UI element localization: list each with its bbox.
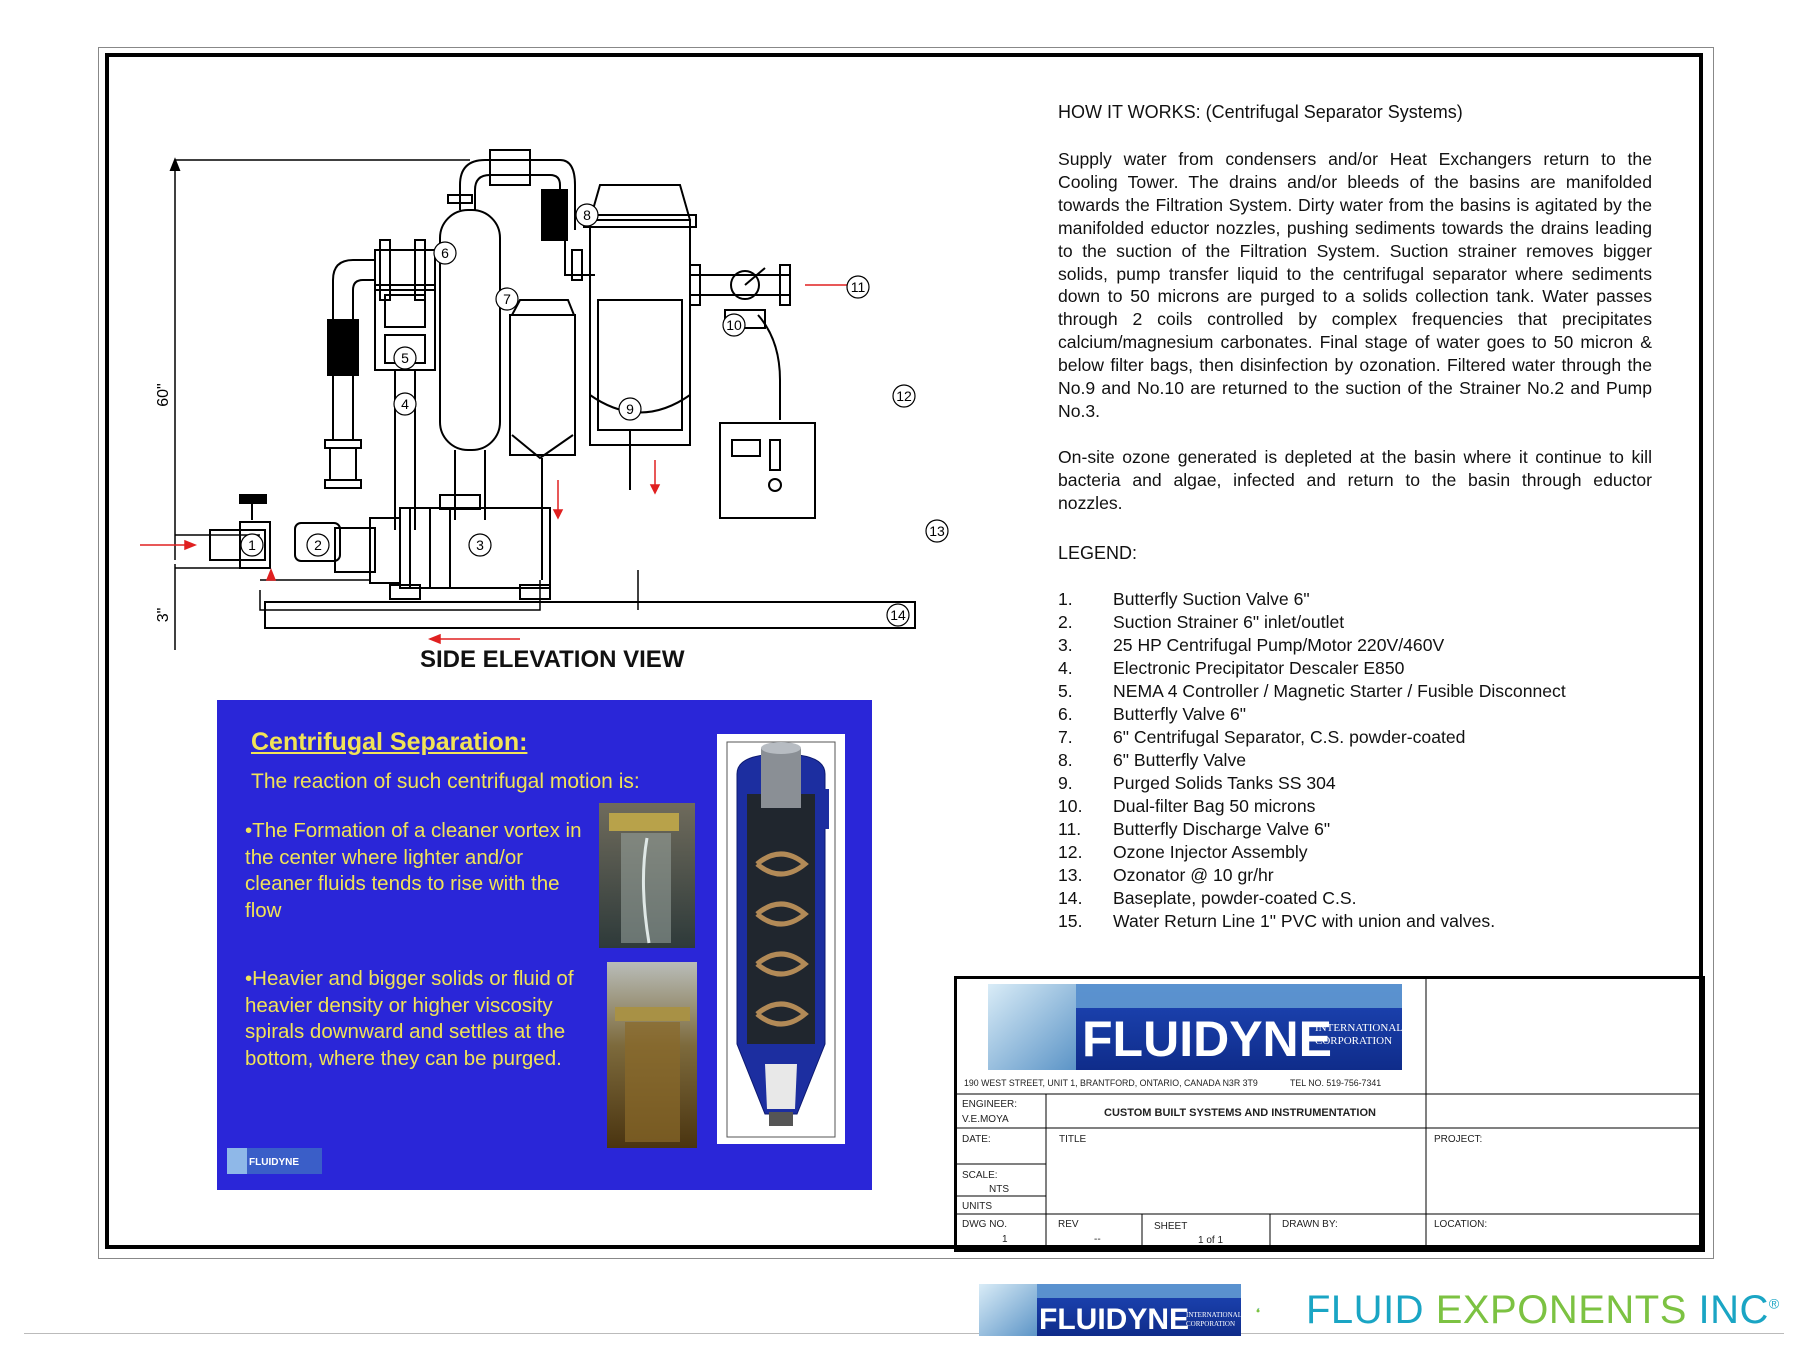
how-it-works-paragraph-2: On-site ozone generated is depleted at t… [1058, 447, 1652, 513]
rev-value: -- [1094, 1234, 1101, 1245]
how-it-works-paragraph-1: Supply water from condensers and/or Heat… [1058, 149, 1652, 421]
callout-3: 3 [476, 537, 484, 553]
callout-4: 4 [401, 396, 409, 412]
title-block-grid: FLUIDYNE INTERNATIONAL CORPORATION [954, 976, 1705, 1252]
legend-item: 13.Ozonator @ 10 gr/hr [1058, 865, 1274, 885]
callout-5: 5 [401, 350, 409, 366]
sheet-value: 1 of 1 [1198, 1235, 1224, 1246]
callout-2: 2 [314, 537, 322, 553]
address-text: 190 WEST STREET, UNIT 1, BRANTFORD, ONTA… [964, 1078, 1258, 1088]
units-label: UNITS [962, 1201, 992, 1212]
sheet-inner-border [105, 53, 1703, 1249]
droplet-icon [1256, 1308, 1260, 1313]
callout-11: 11 [851, 279, 866, 295]
callout-9: 9 [626, 401, 634, 417]
legend-item: 11.Butterfly Discharge Valve 6" [1058, 819, 1331, 839]
dimension-60: 60" [155, 383, 172, 406]
panel-subtitle: The reaction of such centrifugal motion … [251, 770, 640, 793]
callout-1: 1 [248, 537, 256, 553]
title-block-logo-sub2: CORPORATION [1315, 1035, 1392, 1047]
footer-divider [24, 1333, 1784, 1334]
callout-8: 8 [583, 207, 591, 223]
legend-item: 9.Purged Solids Tanks SS 304 [1058, 773, 1336, 793]
panel-title: Centrifugal Separation: [251, 728, 528, 756]
callout-10: 10 [726, 317, 742, 333]
legend-item: 14.Baseplate, powder-coated C.S. [1058, 888, 1357, 908]
footer-fluidyne-logo: FLUIDYNE INTERNATIONAL CORPORATION [979, 1284, 1241, 1336]
title-block-logo-sub1: INTERNATIONAL [1315, 1022, 1403, 1034]
engineer-label: ENGINEER: [962, 1099, 1018, 1110]
title-block: FLUIDYNE INTERNATIONAL CORPORATION 190 W… [954, 976, 1705, 1253]
title-block-logo-text: FLUIDYNE [1082, 1011, 1332, 1067]
footer-fluidyne-sub2: CORPORATION [1186, 1320, 1235, 1328]
vortex-photo-2 [607, 962, 697, 1148]
footer-fluidyne-sub1: INTERNATIONAL [1186, 1311, 1241, 1319]
legend-item: 6.Butterfly Valve 6" [1058, 704, 1247, 724]
side-elevation-diagram: 1 2 3 4 5 6 7 8 9 10 11 12 13 14 60" 3" [140, 149, 949, 650]
legend-item: 4.Electronic Precipitator Descaler E850 [1058, 658, 1405, 678]
title-block-heading: CUSTOM BUILT SYSTEMS AND INSTRUMENTATION [1104, 1107, 1376, 1119]
callout-7: 7 [503, 291, 511, 307]
legend-item: 3.25 HP Centrifugal Pump/Motor 220V/460V [1058, 635, 1445, 655]
panel-bullet-1: •The Formation of a cleaner vortex in th… [245, 819, 582, 922]
drawn-by-label: DRAWN BY: [1282, 1219, 1338, 1230]
sheet-label: SHEET [1154, 1221, 1188, 1232]
legend-item: 10.Dual-filter Bag 50 microns [1058, 796, 1316, 816]
scale-value: NTS [989, 1184, 1009, 1195]
fluid-exponents-wordmark: FLUID EXPONENTS INC® [1306, 1288, 1780, 1332]
title-block-logo-splash [988, 984, 1078, 1070]
legend-item: 7.6" Centrifugal Separator, C.S. powder-… [1058, 727, 1466, 747]
legend-item: 15.Water Return Line 1" PVC with union a… [1058, 911, 1496, 931]
date-label: DATE: [962, 1134, 991, 1145]
side-elevation-label: SIDE ELEVATION VIEW [420, 646, 685, 673]
legend-item: 8.6" Butterfly Valve [1058, 750, 1247, 770]
dimension-3: 3" [155, 608, 172, 623]
engineer-value: V.E.MOYA [962, 1114, 1009, 1125]
panel-logo-text: FLUIDYNE [249, 1157, 299, 1168]
legend-title: LEGEND: [1058, 543, 1138, 563]
title-label: TITLE [1059, 1134, 1087, 1145]
legend-item: 2.Suction Strainer 6" inlet/outlet [1058, 612, 1345, 632]
cyclone-illustration [717, 734, 845, 1144]
callout-13: 13 [929, 523, 945, 539]
project-label: PROJECT: [1434, 1134, 1483, 1145]
location-label: LOCATION: [1434, 1219, 1488, 1230]
legend-item: 12.Ozone Injector Assembly [1058, 842, 1308, 862]
scale-label: SCALE: [962, 1170, 998, 1181]
sheet-outer-border [98, 47, 1714, 1259]
how-it-works-title: HOW IT WORKS: (Centrifugal Separator Sys… [1058, 102, 1463, 122]
dwg-value: 1 [1002, 1234, 1008, 1245]
callout-14: 14 [890, 607, 906, 623]
fluid-exponents-logo [1256, 1307, 1260, 1313]
legend-item: 1.Butterfly Suction Valve 6" [1058, 589, 1310, 609]
panel-fluidyne-logo: FLUIDYNE [227, 1148, 322, 1174]
panel-bullet-2: •Heavier and bigger solids or fluid of h… [245, 967, 574, 1070]
rev-label: REV [1058, 1219, 1079, 1230]
legend-item: 5.NEMA 4 Controller / Magnetic Starter /… [1058, 681, 1566, 701]
dwg-label: DWG NO. [962, 1219, 1007, 1230]
callout-6: 6 [441, 245, 449, 261]
footer-fluidyne-text: FLUIDYNE [1039, 1303, 1189, 1336]
vortex-photo-1 [599, 803, 695, 948]
tel-text: TEL NO. 519-756-7341 [1290, 1078, 1382, 1088]
legend-list: 1.Butterfly Suction Valve 6" 2.Suction S… [1058, 589, 1566, 934]
centrifugal-separation-panel: Centrifugal Separation: The reaction of … [217, 700, 872, 1190]
callout-12: 12 [896, 388, 912, 404]
